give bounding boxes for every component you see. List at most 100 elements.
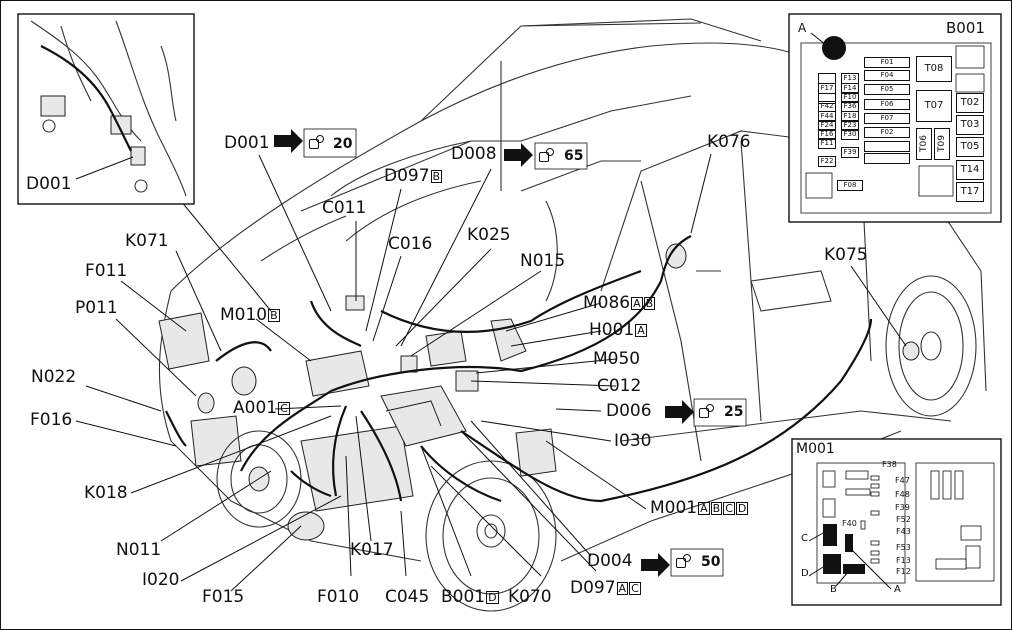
label-n015: N015 xyxy=(520,251,566,271)
fuse-f18: F18 xyxy=(841,111,859,122)
m001-fuse-f13: F13 xyxy=(896,556,911,565)
fuse-blank xyxy=(818,93,836,104)
b001-marker-a: A xyxy=(798,21,807,35)
label-c045: C045 xyxy=(385,587,430,607)
relay-t05: T05 xyxy=(956,137,984,157)
fuse-f06: F06 xyxy=(864,99,910,110)
label-k018: K018 xyxy=(84,483,128,503)
label-f010: F010 xyxy=(317,587,360,607)
label-k017: K017 xyxy=(350,540,394,560)
rear-wheel xyxy=(885,275,977,417)
m001-fuse-f12: F12 xyxy=(896,567,911,576)
fuse-f30: F30 xyxy=(841,129,859,140)
label-k071: K071 xyxy=(125,231,169,251)
fuse-f16: F16 xyxy=(818,129,836,140)
fuse-f39: F39 xyxy=(841,147,859,158)
label-n022: N022 xyxy=(31,367,77,387)
m001-fuse-f39: F39 xyxy=(895,503,910,512)
fuse-f44: F44 xyxy=(818,111,836,122)
ref-d001: 20 xyxy=(333,136,353,152)
wiring-harness xyxy=(165,235,873,503)
label-f015: F015 xyxy=(202,587,245,607)
leader-lines xyxy=(75,153,907,592)
fuse-f23: F23 xyxy=(841,120,859,131)
relay-t08: T08 xyxy=(916,56,952,82)
label-d001: D001 xyxy=(224,133,270,153)
relay-t07: T07 xyxy=(916,90,952,122)
fuse-blank xyxy=(864,153,910,164)
inset-m001 xyxy=(791,438,1002,606)
m001-fuse-f53: F53 xyxy=(896,543,911,552)
b001-title: B001 xyxy=(946,19,985,37)
fuse-blank xyxy=(864,141,910,152)
relay-t09: T09 xyxy=(934,128,950,160)
label-d001-inset: D001 xyxy=(26,174,72,194)
label-f016: F016 xyxy=(30,410,73,430)
label-p011: P011 xyxy=(75,298,118,318)
fuse-f10: F10 xyxy=(841,92,859,103)
label-d004: D004 xyxy=(587,551,633,571)
m001-fuse-f40: F40 xyxy=(842,519,857,528)
label-k075: K075 xyxy=(824,245,868,265)
inset-d001 xyxy=(17,13,195,205)
label-c016: C016 xyxy=(388,234,433,254)
m001-letter-d: D xyxy=(801,568,809,579)
wrench-icon xyxy=(537,148,555,162)
ref-d008: 65 xyxy=(564,148,584,164)
fuse-f24: F24 xyxy=(818,120,836,131)
wrench-icon xyxy=(307,135,325,149)
ref-d004: 50 xyxy=(701,554,721,570)
fuse-f05: F05 xyxy=(864,84,910,95)
label-m050: M050 xyxy=(593,349,641,369)
inset-b001 xyxy=(788,13,1002,223)
label-k025: K025 xyxy=(467,225,511,245)
label-k070: K070 xyxy=(508,587,552,607)
fuse-f07: F07 xyxy=(864,113,910,124)
label-f011: F011 xyxy=(85,261,128,281)
label-i030: I030 xyxy=(614,431,652,451)
fuse-f11: F11 xyxy=(818,138,836,149)
label-d008: D008 xyxy=(451,144,497,164)
m001-letter-c: C xyxy=(801,533,808,544)
front-wheel xyxy=(425,460,557,612)
wrench-icon xyxy=(674,554,692,568)
m001-fuse-f48: F48 xyxy=(895,490,910,499)
label-c012: C012 xyxy=(597,376,642,396)
relay-t03: T03 xyxy=(956,115,984,135)
fuse-f04: F04 xyxy=(864,70,910,81)
label-k076: K076 xyxy=(707,132,751,152)
m001-fuse-f52: F52 xyxy=(896,515,911,524)
m001-title: M001 xyxy=(796,441,835,457)
m001-fuse-f47: F47 xyxy=(895,476,910,485)
label-c011: C011 xyxy=(322,198,367,218)
fuse-f01: F01 xyxy=(864,57,910,68)
label-d006: D006 xyxy=(606,401,652,421)
label-n011: N011 xyxy=(116,540,162,560)
relay-t14: T14 xyxy=(956,160,984,180)
engine-components xyxy=(305,243,920,477)
ref-d006: 25 xyxy=(724,404,744,420)
relay-t06: T06 xyxy=(916,128,932,160)
fuse-f14: F14 xyxy=(841,83,859,94)
fuse-f22: F22 xyxy=(818,156,836,167)
m001-fuse-f43: F43 xyxy=(896,527,911,536)
fuse-f08: F08 xyxy=(837,180,863,191)
m001-letter-a: A xyxy=(894,584,901,595)
m001-letter-b: B xyxy=(830,584,837,595)
m001-fuse-f38: F38 xyxy=(882,460,897,469)
label-i020: I020 xyxy=(142,570,180,590)
wrench-icon xyxy=(697,404,715,418)
fuse-f02: F02 xyxy=(864,127,910,138)
relay-t17: T17 xyxy=(956,182,984,202)
relay-t02: T02 xyxy=(956,93,984,113)
